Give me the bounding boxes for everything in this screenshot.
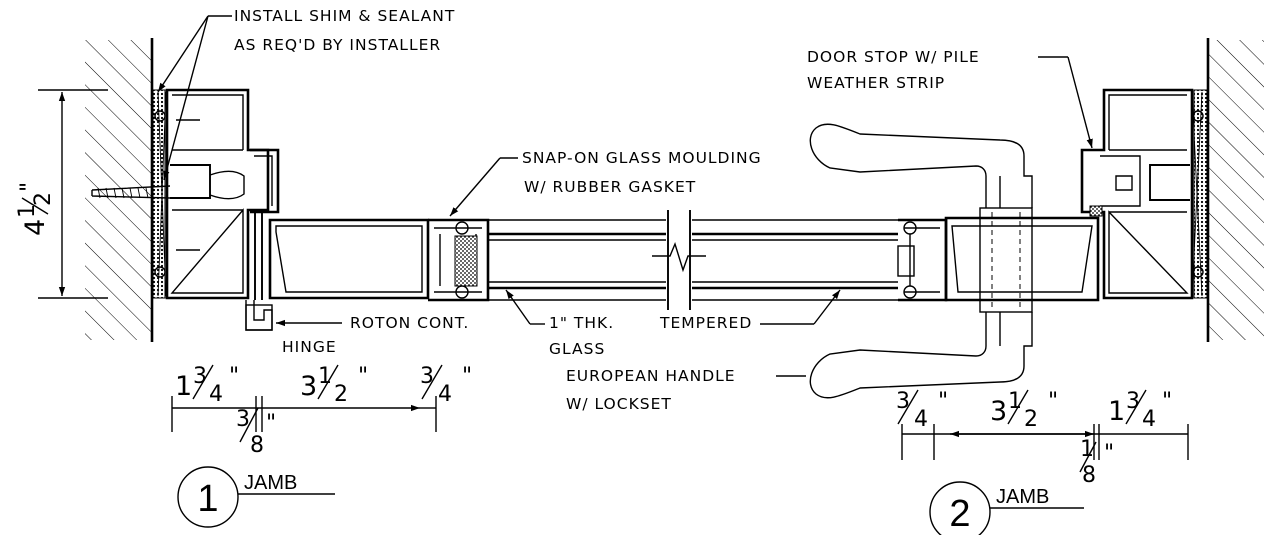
dim-left-3-inch: " bbox=[462, 364, 472, 389]
note-shim-line2: AS REQ'D BY INSTALLER bbox=[234, 36, 441, 54]
right-horizontal-dimensions: 3 4 " 3 1 2 " 1 3 4 " 1 8 " bbox=[896, 389, 1189, 488]
dim-right-1-den: 4 bbox=[914, 407, 928, 432]
dim-left-2-den: 2 bbox=[334, 382, 348, 407]
detail-1-number: 1 bbox=[197, 478, 218, 520]
dim-left-4-num: 3 bbox=[236, 407, 250, 432]
note-handle-line1: EUROPEAN HANDLE bbox=[566, 367, 736, 385]
dim-vertical-num: 1 bbox=[15, 204, 40, 218]
dim-right-4-num: 1 bbox=[1080, 437, 1094, 462]
dim-right-3-whole: 1 bbox=[1108, 396, 1125, 427]
dim-left-2-inch: " bbox=[358, 364, 368, 389]
note-snap-line1: SNAP-ON GLASS MOULDING bbox=[522, 149, 762, 167]
dim-right-2-num: 1 bbox=[1008, 389, 1022, 414]
note-door-stop-line2: WEATHER STRIP bbox=[807, 74, 945, 92]
dim-right-4-den: 8 bbox=[1082, 463, 1096, 488]
note-hinge-line2: HINGE bbox=[282, 338, 337, 356]
dim-right-3-num: 3 bbox=[1126, 389, 1140, 414]
note-snap-line2: W/ RUBBER GASKET bbox=[524, 178, 696, 196]
detail-tag-1: 1 JAMB bbox=[177, 466, 335, 528]
detail-2-label: JAMB bbox=[996, 486, 1049, 508]
note-shim-line1: INSTALL SHIM & SEALANT bbox=[234, 7, 455, 25]
dim-left-4-inch: " bbox=[266, 411, 276, 436]
vertical-dimension: 4 1 2 " bbox=[15, 89, 108, 299]
dim-right-1-inch: " bbox=[938, 389, 948, 414]
dim-right-2-den: 2 bbox=[1024, 407, 1038, 432]
door-left-stile bbox=[268, 218, 430, 300]
note-door-stop-line1: DOOR STOP W/ PILE bbox=[807, 48, 980, 66]
dim-left-1-whole: 1 bbox=[175, 371, 192, 402]
dim-vertical-inch: " bbox=[17, 182, 42, 192]
left-jamb-frame bbox=[91, 88, 280, 331]
dim-left-3-num: 3 bbox=[420, 364, 434, 389]
detail-1-label: JAMB bbox=[244, 472, 297, 494]
glass-assembly bbox=[428, 210, 948, 310]
note-glass-line1: 1" THK. bbox=[549, 314, 614, 332]
detail-2-number: 2 bbox=[949, 493, 970, 535]
dim-vertical-den: 2 bbox=[31, 192, 56, 206]
dim-left-3-den: 4 bbox=[438, 382, 452, 407]
dim-left-1-num: 3 bbox=[193, 364, 207, 389]
left-wall bbox=[85, 38, 154, 342]
dim-vertical-whole: 4 bbox=[20, 219, 51, 236]
note-hinge-line1: ROTON CONT. bbox=[350, 314, 469, 332]
dim-left-1-den: 4 bbox=[209, 382, 223, 407]
dim-right-2-whole: 3 bbox=[990, 396, 1007, 427]
dim-left-4-den: 8 bbox=[250, 433, 264, 458]
note-glass-tempered: TEMPERED bbox=[659, 314, 752, 332]
note-handle-line2: W/ LOCKSET bbox=[566, 395, 672, 413]
dim-right-2-inch: " bbox=[1048, 389, 1058, 414]
dim-right-4-inch: " bbox=[1104, 441, 1114, 466]
right-jamb-frame bbox=[1080, 88, 1208, 300]
dim-left-1-inch: " bbox=[229, 364, 239, 389]
note-glass-line2: GLASS bbox=[549, 340, 605, 358]
left-horizontal-dimensions: 1 3 4 " 3 1 2 " 3 4 " 3 8 " bbox=[171, 364, 472, 458]
european-handle bbox=[809, 123, 1033, 399]
leader-lines bbox=[157, 15, 1093, 377]
right-wall bbox=[1206, 38, 1264, 342]
door-right-stile bbox=[944, 207, 1100, 313]
notes: INSTALL SHIM & SEALANT AS REQ'D BY INSTA… bbox=[234, 7, 980, 413]
dim-right-3-den: 4 bbox=[1142, 407, 1156, 432]
dim-right-3-inch: " bbox=[1162, 389, 1172, 414]
dim-right-1-num: 3 bbox=[896, 389, 910, 414]
dim-left-2-num: 1 bbox=[318, 364, 332, 389]
dim-left-2-whole: 3 bbox=[300, 371, 317, 402]
detail-tag-2: 2 JAMB bbox=[929, 481, 1084, 535]
